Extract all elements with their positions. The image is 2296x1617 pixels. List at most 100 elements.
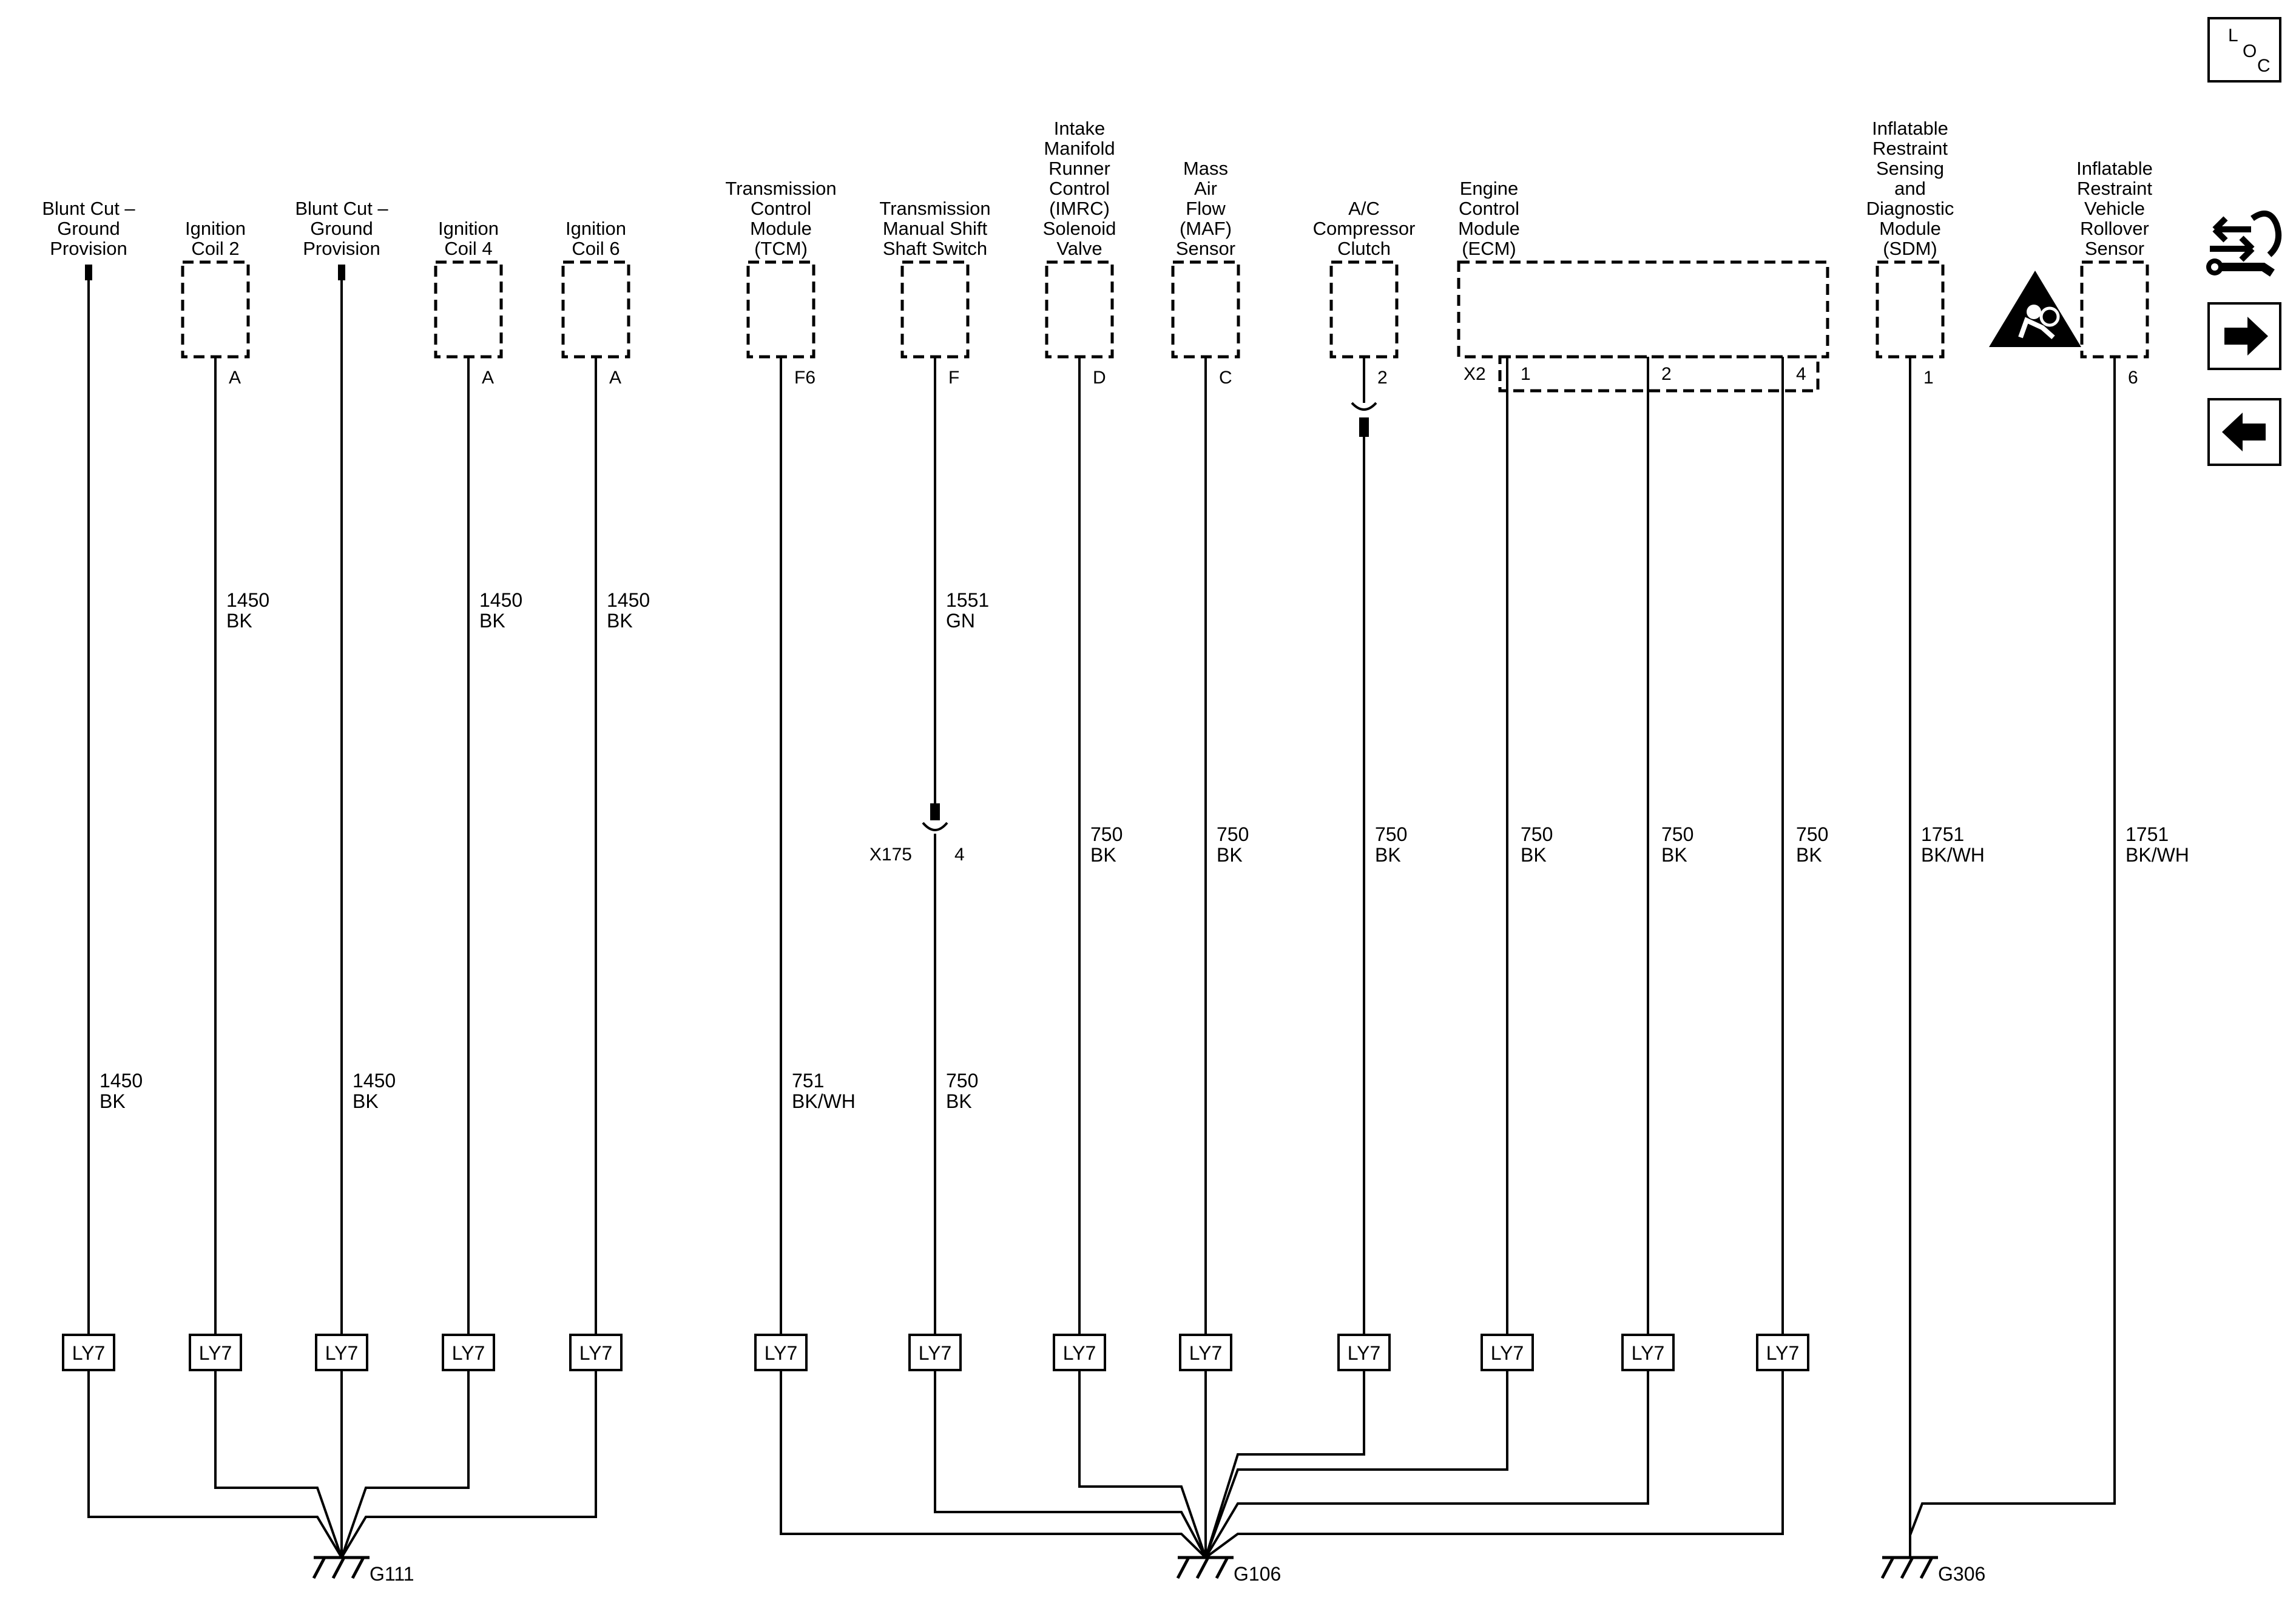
connector-label: LY7 xyxy=(452,1342,485,1364)
connector-label: LY7 xyxy=(765,1342,798,1364)
ecm-label-line: Module xyxy=(1458,218,1520,239)
connector-label: LY7 xyxy=(579,1342,613,1364)
component-box xyxy=(434,260,503,359)
component-box xyxy=(1171,260,1240,359)
blunt-cut-stub xyxy=(85,265,92,280)
wire-color: BK/WH xyxy=(1921,844,1985,866)
ground-wire xyxy=(934,1370,1207,1558)
component-label-line: Transmission xyxy=(725,178,836,199)
loc-letter-o: O xyxy=(2243,41,2257,61)
wire-color: BK xyxy=(226,610,252,632)
connector-box xyxy=(1337,1334,1391,1371)
wire-circuit: 750 xyxy=(1661,823,1693,845)
wire-color: GN xyxy=(946,610,975,632)
component-label-line: Mass xyxy=(1183,158,1228,179)
blunt-cut-stub xyxy=(338,265,345,280)
ecm-pin-label: 4 xyxy=(1796,364,1806,384)
component-label-line: Control xyxy=(1049,178,1110,199)
component-label-line: (IMRC) xyxy=(1049,198,1110,219)
connector-box xyxy=(1179,1334,1232,1371)
connector-label: LY7 xyxy=(1348,1342,1381,1364)
connector-box xyxy=(754,1334,808,1371)
splice-name: X175 xyxy=(869,845,912,865)
ecm-label-line: Engine xyxy=(1460,178,1519,199)
circuit-12: InflatableRestraintVehicleRolloverSensor… xyxy=(2076,158,2189,1499)
connector-box xyxy=(62,1334,115,1371)
component-label-line: Valve xyxy=(1056,238,1102,259)
wire-color: BK xyxy=(479,610,505,632)
inline-connector-female xyxy=(922,822,948,831)
connector-box xyxy=(569,1334,623,1371)
component-box xyxy=(181,260,250,359)
ground-wire xyxy=(340,1370,470,1558)
previous-page-button[interactable] xyxy=(2207,398,2281,466)
inline-connector-male xyxy=(930,803,940,820)
wire-circuit: 750 xyxy=(1217,823,1249,845)
component-label-line: Inflatable xyxy=(2076,158,2153,179)
ground-wire xyxy=(1078,1370,1207,1558)
connector-wrench-icon[interactable] xyxy=(2206,211,2281,277)
ground-label: G111 xyxy=(370,1563,414,1585)
component-label-line: Sensing xyxy=(1876,158,1944,179)
circuit-6: TransmissionControlModule(TCM)F6751BK/WH… xyxy=(725,178,856,1371)
connector-label: LY7 xyxy=(325,1342,359,1364)
ground-trunks xyxy=(87,357,2116,1559)
ground-wire xyxy=(780,1370,1207,1559)
wire-circuit: 1450 xyxy=(607,589,650,611)
ecm-label-line: (ECM) xyxy=(1462,238,1516,259)
component-label-line: (SDM) xyxy=(1883,238,1937,259)
connector-label: LY7 xyxy=(72,1342,106,1364)
component-label-line: (MAF) xyxy=(1180,218,1232,239)
component-label-line: Compressor xyxy=(1313,218,1416,239)
wire-color: BK/WH xyxy=(792,1090,856,1112)
component-label-line: Provision xyxy=(303,238,380,259)
component-label-line: Rollover xyxy=(2080,218,2149,239)
component-label-line: Module xyxy=(1879,218,1941,239)
component-label-line: Ground xyxy=(57,218,120,239)
component-label-line: and xyxy=(1894,178,1926,199)
connector-label: LY7 xyxy=(919,1342,952,1364)
pin-label: 2 xyxy=(1377,368,1388,388)
ground-label: G306 xyxy=(1938,1563,1985,1585)
component-box xyxy=(1329,260,1399,359)
wire-circuit: 1450 xyxy=(479,589,522,611)
component-label-line: Intake xyxy=(1054,118,1105,139)
wire-circuit: 1751 xyxy=(1921,823,1964,845)
ecm-connector-x2 xyxy=(1498,355,1820,393)
component-label-line: Ignition xyxy=(438,218,499,239)
wire-circuit: 751 xyxy=(792,1070,824,1092)
component-box xyxy=(746,260,815,359)
ground-wire xyxy=(1909,357,2116,1558)
connector-box xyxy=(442,1334,495,1371)
wire-circuit: 1450 xyxy=(226,589,269,611)
component-label-line: Ignition xyxy=(566,218,626,239)
loc-letter-c: C xyxy=(2257,56,2271,76)
loc-letter-l: L xyxy=(2228,25,2238,46)
connector-box xyxy=(1621,1334,1675,1371)
component-box xyxy=(900,260,970,359)
ground-wire xyxy=(1204,1370,1365,1558)
wire-color: BK xyxy=(1217,844,1243,866)
wire-circuit: 750 xyxy=(1090,823,1123,845)
connector-label: LY7 xyxy=(199,1342,232,1364)
component-label-line: (TCM) xyxy=(754,238,808,259)
next-page-button[interactable] xyxy=(2207,302,2281,370)
splice-pin: 4 xyxy=(954,845,965,865)
loc-button[interactable]: L O C xyxy=(2207,17,2281,83)
wire-color: BK xyxy=(1796,844,1822,866)
pin-label: D xyxy=(1093,368,1106,388)
connector-label: LY7 xyxy=(1491,1342,1524,1364)
component-label-line: Sensor xyxy=(2085,238,2144,259)
wire-circuit: 750 xyxy=(1796,823,1828,845)
component-box xyxy=(2080,260,2149,359)
component-label-line: Ignition xyxy=(185,218,246,239)
